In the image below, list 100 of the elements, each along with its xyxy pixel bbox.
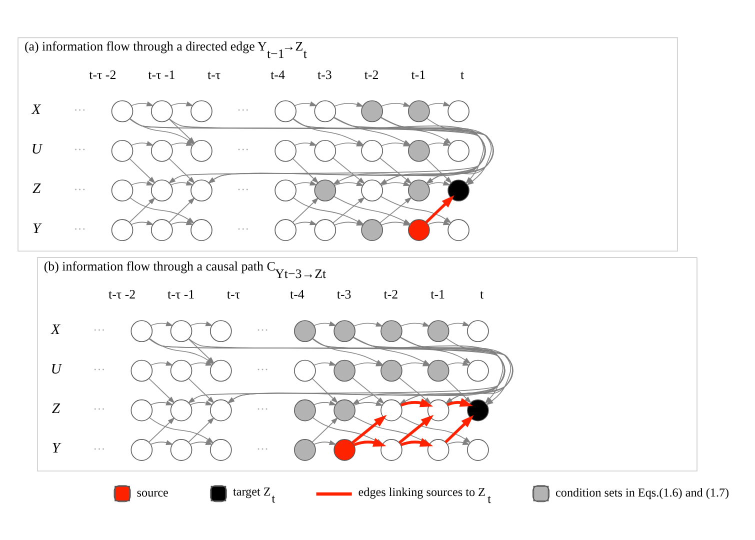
node-circle [111,139,134,162]
node-circle [210,320,232,342]
node-circle [380,438,402,460]
arrow [334,220,364,226]
arrow [332,196,366,223]
arrow [354,321,384,326]
arrow [314,400,337,405]
arrow [149,416,214,444]
node-circle [427,398,450,421]
node-circle [314,100,336,122]
label: t-4 [270,66,285,82]
label: ··· [256,402,269,416]
legend-label: source [136,484,168,499]
node-circle [150,100,173,122]
node-circle [111,179,134,201]
label: t-4 [290,286,304,302]
label: t-τ -2 [108,286,136,302]
label: t-τ -2 [89,66,116,82]
arrow [428,220,451,225]
node-circle [130,438,153,460]
arrow [352,377,385,404]
node-circle [150,179,173,201]
label: ··· [93,402,106,416]
node-circle [111,218,134,240]
label: ··· [237,102,250,117]
node-circle [130,359,153,382]
label: X [51,321,60,338]
node-circle [170,320,192,342]
label: t-τ -1 [148,66,176,82]
node-circle [210,438,232,460]
label: t-2 [384,286,398,302]
node-circle [361,179,383,201]
arrow [354,360,384,366]
arrow [428,180,451,185]
arrow [445,378,472,403]
label: t [460,66,464,82]
node-circle [427,438,450,460]
arrow [148,378,175,403]
arrow [168,196,196,222]
node-circle [448,179,470,201]
label: Y [32,220,41,236]
node-circle [380,359,402,382]
label: Z [52,400,60,417]
node-circle [408,179,430,201]
label: ··· [74,142,86,156]
arrow [334,141,364,146]
node-circle [274,100,296,122]
arrow [446,440,470,444]
legend-label: condition sets in Eqs.(1.6) and (1.7) [556,484,730,499]
label: t-1 [430,286,446,302]
node-circle [361,139,383,162]
arrow [190,400,213,405]
arrow [379,196,412,223]
node-circle [427,320,450,342]
node-circle [467,320,489,342]
arrow [314,360,337,366]
label: t-τ -1 [168,286,195,302]
arrow [188,378,215,403]
arrow [130,180,154,185]
label: ··· [237,182,250,196]
arrow [190,440,213,444]
arrow [190,320,213,326]
node-circle [427,359,450,382]
node-circle [210,398,232,421]
node-circle [334,438,356,460]
node-circle [274,179,296,201]
arrow [381,220,411,226]
node-circle [467,438,489,460]
arrow [190,360,213,366]
arrow [380,157,412,184]
label: t [480,286,484,302]
arrow [150,400,174,405]
node-circle [294,398,316,421]
arrow [446,398,473,406]
arrow [428,100,451,106]
label: t-3 [336,286,352,302]
node-circle [408,218,430,240]
arrow [294,220,318,225]
label: ··· [256,362,269,376]
node-circle [274,218,296,240]
arrow [129,158,156,184]
node-circle [448,139,470,162]
arrow [380,196,452,223]
label: U [50,360,62,377]
label: ··· [237,142,250,156]
node-circle [467,398,489,421]
arrow [130,140,154,146]
arrow [150,360,174,366]
label: t-τ [226,286,240,302]
node-circle [380,320,402,342]
label: X [32,102,41,118]
arrow [381,141,411,146]
arrow [130,196,195,224]
arrow [354,400,384,406]
node-circle [294,438,316,460]
arrow [188,416,214,442]
arrow [400,415,472,443]
node-circle [448,100,470,122]
arrow [292,196,319,222]
arrow [381,101,411,106]
